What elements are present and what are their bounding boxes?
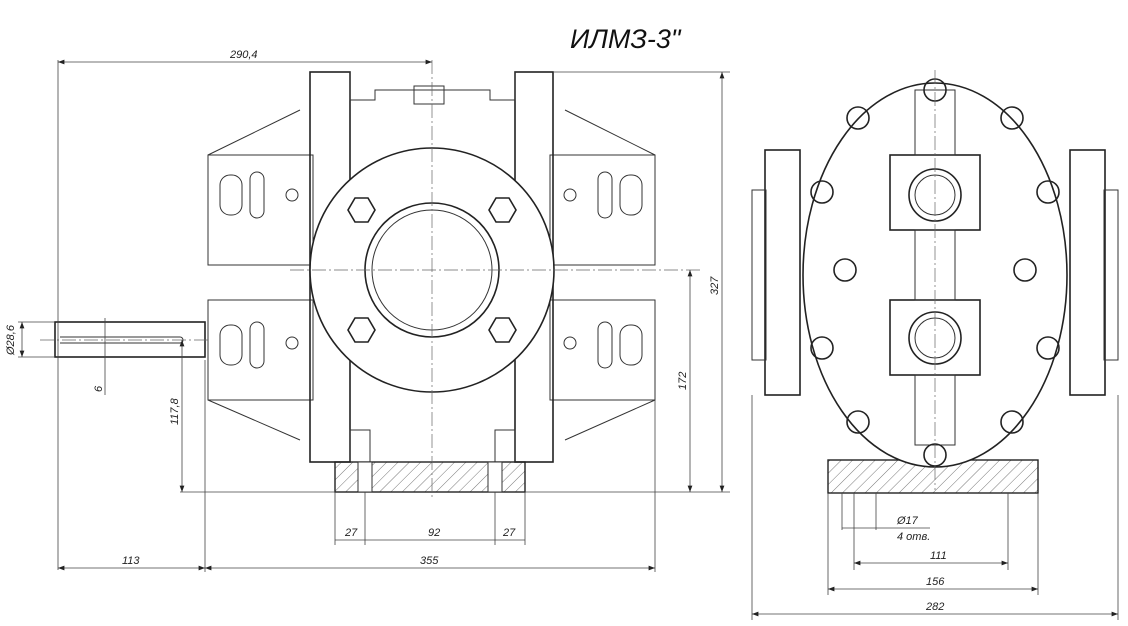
side-bolts [219, 171, 643, 369]
front-view [40, 60, 700, 500]
dim-113: 113 [122, 555, 140, 567]
dimension-lines [18, 59, 1119, 620]
dimension-labels: 290,4 327 172 117,8 Ø28,6 6 27 92 27 113… [5, 49, 947, 613]
dim-hole-count: 4 отв. [897, 531, 930, 543]
dim-111: 111 [930, 550, 947, 562]
drawing-title: ИЛМЗ-3" [570, 24, 682, 54]
dim-117-8: 117,8 [169, 397, 181, 425]
dim-key-width: 6 [93, 385, 105, 392]
flange-bolts [347, 197, 517, 343]
top-lug [413, 85, 445, 105]
left-side-flange [764, 149, 801, 396]
left-upper-housing [207, 154, 314, 266]
dim-base-center: 92 [428, 527, 440, 539]
dim-156: 156 [926, 576, 945, 588]
dim-172: 172 [677, 372, 689, 390]
right-upper-housing [549, 154, 656, 266]
right-side-flange [1069, 149, 1106, 396]
dim-base-left: 27 [344, 527, 358, 539]
dim-355: 355 [420, 555, 439, 567]
right-lower-housing [549, 299, 656, 401]
dim-327: 327 [709, 276, 721, 295]
left-lower-housing [207, 299, 314, 401]
dim-282: 282 [925, 601, 944, 613]
dim-base-right: 27 [502, 527, 516, 539]
side-view [751, 70, 1119, 494]
dim-hole-diameter: Ø17 [896, 515, 919, 527]
dim-290-4: 290,4 [229, 49, 258, 61]
dim-shaft-diameter: Ø28,6 [5, 324, 17, 356]
